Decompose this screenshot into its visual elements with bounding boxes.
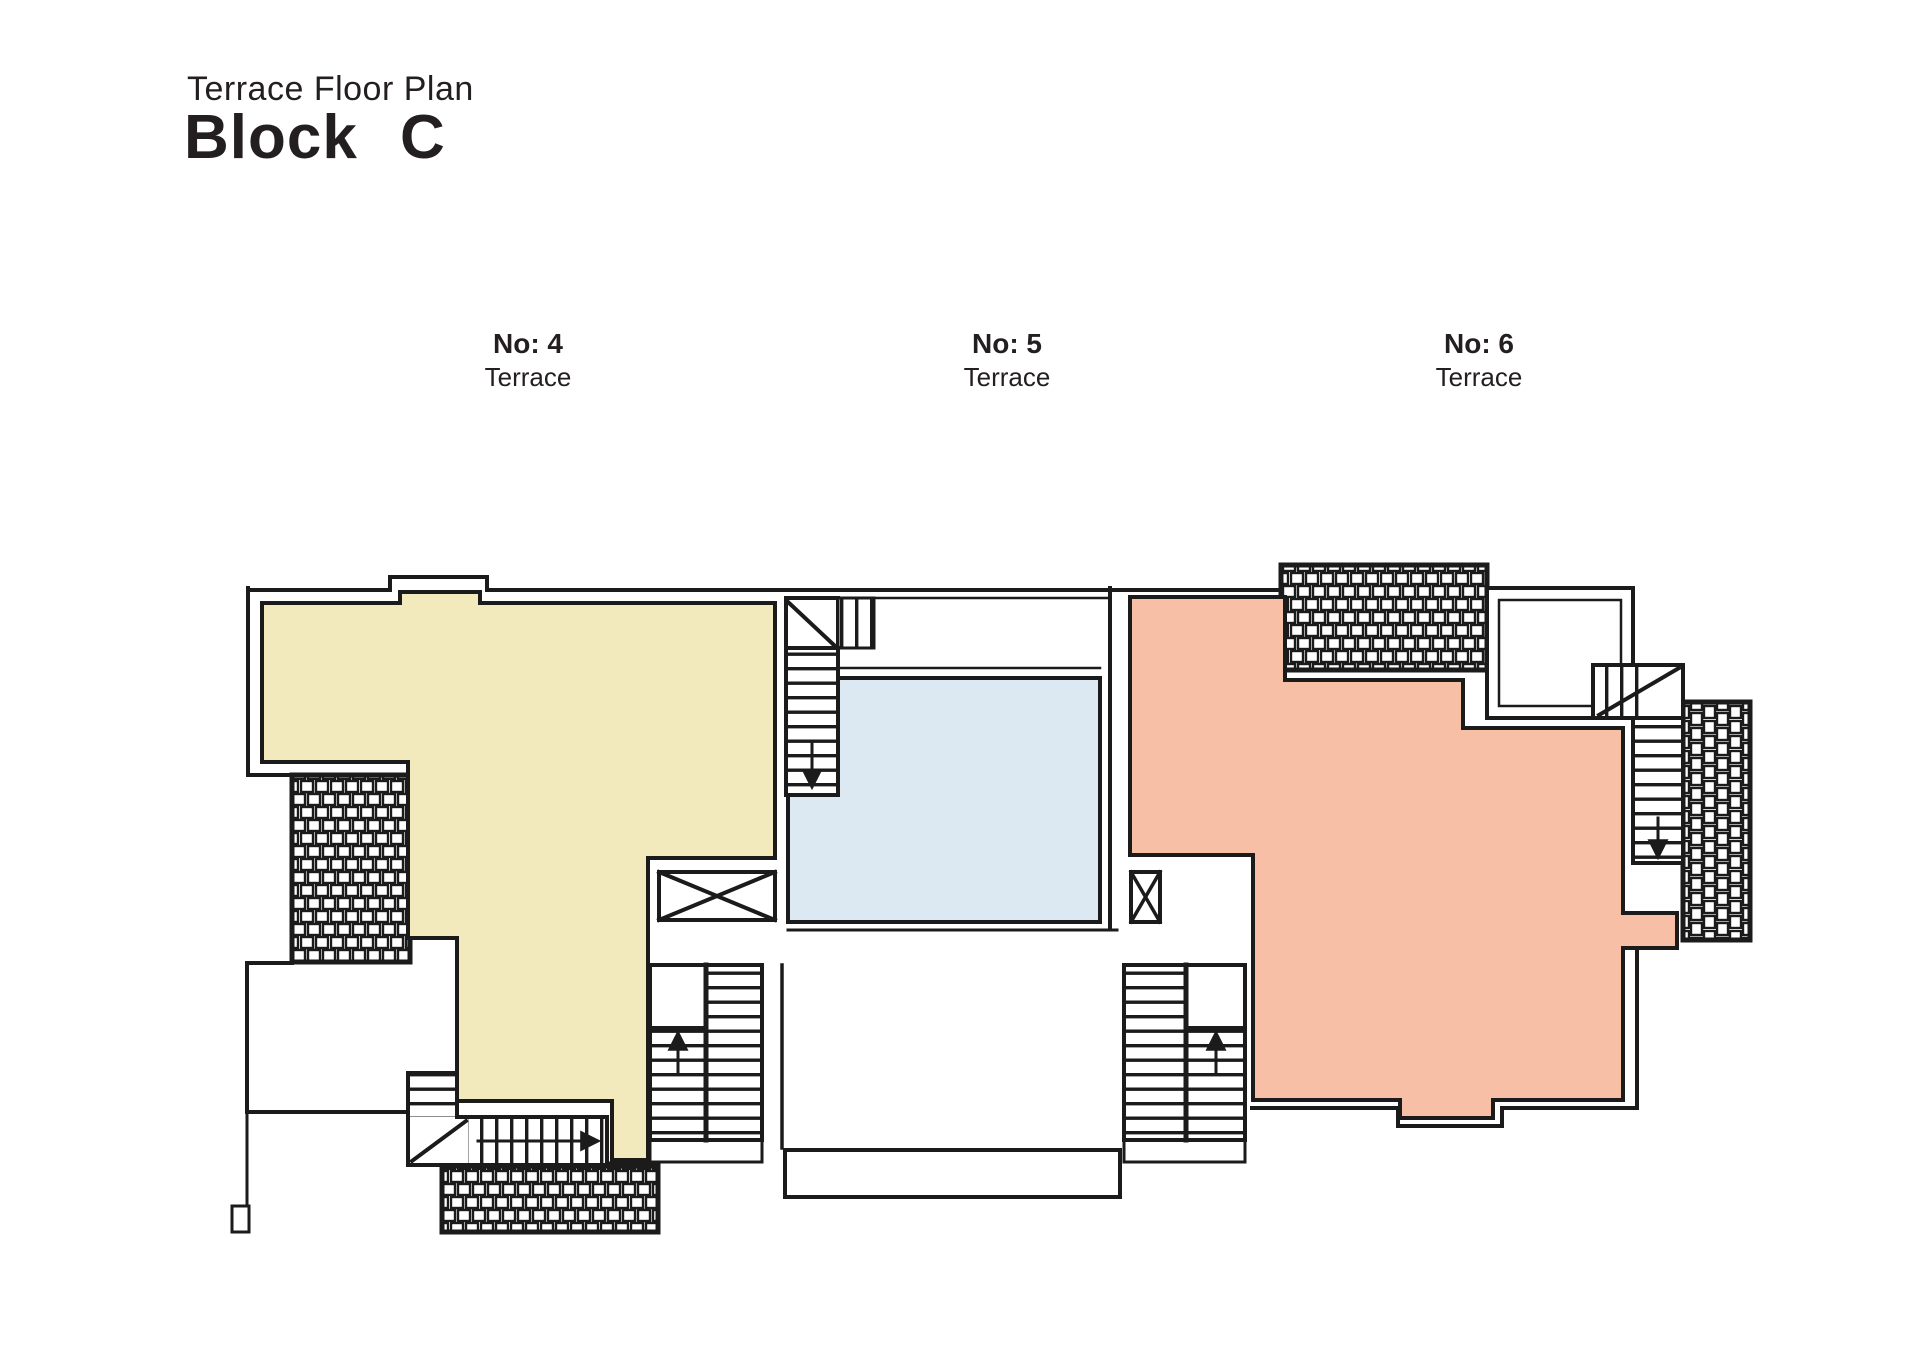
unit-5-number: No: 5 (971, 328, 1042, 359)
staircase-corridor (784, 596, 876, 797)
unit-5-floor: Terrace (963, 362, 1051, 393)
staircase-top-right (1591, 663, 1685, 865)
roof-hatch-right (1680, 699, 1753, 943)
balcony-planter (783, 1148, 1122, 1199)
roof-hatches (289, 562, 1753, 1235)
unit-4-floor: Terrace (484, 362, 572, 393)
elevator-shaft-left (656, 869, 778, 923)
unit-6-floor: Terrace (1435, 362, 1523, 393)
outer-wall (230, 575, 1639, 1234)
unit-4-region[interactable] (260, 590, 777, 1162)
unit-4-number: No: 4 (492, 328, 563, 359)
staircase-tower-left (648, 962, 764, 1164)
staircase-tower-right (1122, 962, 1247, 1164)
roof-hatch-bottom-left (439, 1163, 661, 1235)
roof-hatch-top-right (1278, 562, 1490, 673)
staircase-bottom-left (406, 1071, 609, 1167)
roof-hatch-left (289, 772, 413, 965)
unit-4-label: No: 4 Terrace (485, 328, 572, 393)
plan-subtitle: Terrace Floor Plan (187, 70, 474, 108)
block-title: Block C (184, 103, 446, 172)
elevator-shaft-right (1128, 869, 1163, 925)
unit-6-region[interactable] (1128, 595, 1679, 1120)
unit-5-label: No: 5 Terrace (964, 328, 1051, 393)
unit-6-number: No: 6 (1443, 328, 1514, 359)
unit-6-label: No: 6 Terrace (1436, 328, 1523, 393)
